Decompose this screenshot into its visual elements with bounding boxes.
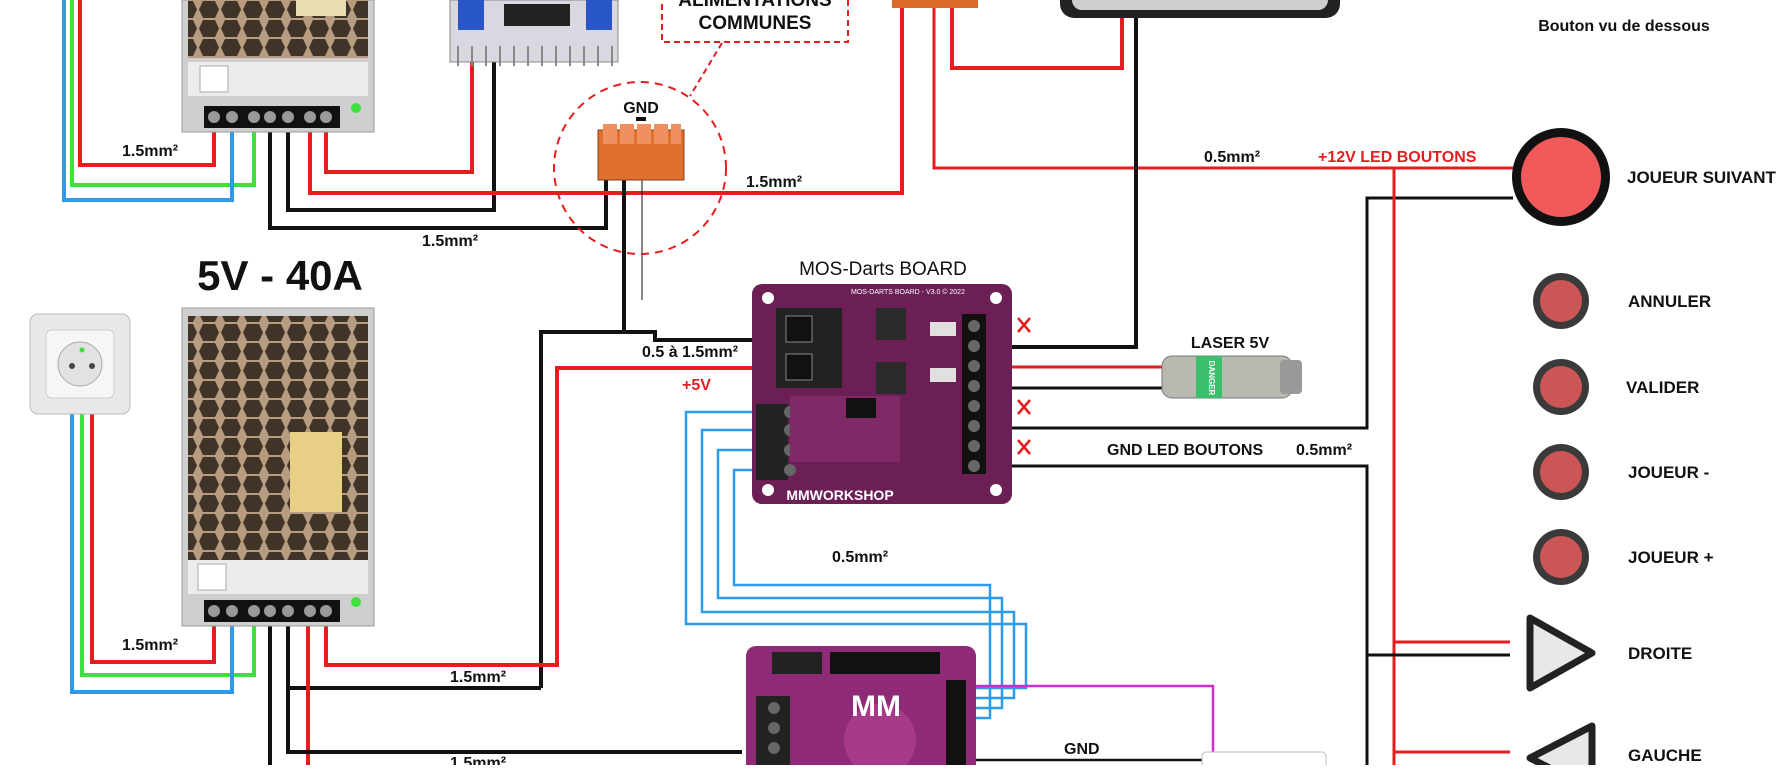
laser-band-text: DANGER <box>1207 361 1216 396</box>
psu-top <box>181 0 375 133</box>
wire-blue-2 <box>700 428 1016 700</box>
wire-gnd-down-1 <box>622 170 756 342</box>
wire-label-6: 1.5mm² <box>122 637 178 654</box>
wire-top-red-long <box>308 0 904 195</box>
laser-label: LASER 5V <box>1191 335 1270 352</box>
wire-top-black-gnd <box>268 118 608 230</box>
wire-blue-4 <box>732 468 992 720</box>
gnd-wago-connector: GND <box>553 81 727 255</box>
wire-low-mains-red <box>90 350 216 664</box>
wire-low-mains-blue <box>70 350 234 694</box>
psu-lower-title: 5V - 40A <box>197 252 363 299</box>
board-brand: MMWORKSHOP <box>786 487 893 503</box>
wire-label-4: 0.5 à 1.5mm² <box>642 344 738 361</box>
wire-label-9: 0.5mm² <box>1204 149 1260 166</box>
top-connector-cropped <box>892 0 978 8</box>
unused-output-marks <box>1017 317 1031 455</box>
button-valider <box>1533 359 1589 415</box>
button-label-joueur-suivant: JOUEUR SUIVANT <box>1627 168 1777 187</box>
wire-label-7: 1.5mm² <box>450 669 506 686</box>
psu-top-terminals <box>204 106 340 128</box>
button-joueur-moins <box>1533 444 1589 500</box>
wire-label-1: 1.5mm² <box>122 143 178 160</box>
wires <box>62 0 1513 765</box>
button-label-gauche: GAUCHE <box>1628 746 1702 765</box>
buttons-note: Bouton vu de dessous <box>1538 18 1710 35</box>
wire-gnd-long <box>539 170 626 688</box>
bottom-module-cropped <box>1201 751 1327 770</box>
wire-label-11: GND LED BOUTONS <box>1107 442 1263 459</box>
wire-top-red-to-driver <box>324 60 474 174</box>
button-label-valider: VALIDER <box>1626 378 1699 397</box>
button-label-joueur-moins: JOUEUR - <box>1628 463 1709 482</box>
wire-label-2: 1.5mm² <box>422 233 478 250</box>
common-box-line-1: ALIMENTATIONS <box>678 0 831 11</box>
wire-label-14: GND <box>1064 741 1100 758</box>
board-title: MOS-Darts BOARD <box>799 259 967 280</box>
wire-top-mains-blue <box>62 0 234 202</box>
driver-module-top <box>449 0 619 66</box>
wire-label-3: 1.5mm² <box>746 174 802 191</box>
button-joueur-suivant <box>1512 128 1610 226</box>
wire-top-mains-green <box>70 0 256 187</box>
wire-red-12v-leds <box>932 0 1513 170</box>
lower-pcb: MM <box>746 646 976 770</box>
wire-label-12: 0.5mm² <box>1296 442 1352 459</box>
button-label-joueur-plus: JOUEUR + <box>1628 548 1714 567</box>
wire-blue-3 <box>716 448 1004 710</box>
button-label-droite: DROITE <box>1628 644 1692 663</box>
wire-top-black-to-driver <box>286 60 496 212</box>
laser-module: DANGER <box>1161 355 1302 399</box>
button-gauche <box>1526 722 1596 770</box>
wall-socket <box>29 313 131 415</box>
wire-btn-gnd-black <box>1010 196 1513 430</box>
wire-gnd-led-buttons <box>1010 464 1369 765</box>
button-annuler <box>1533 273 1589 329</box>
mos-darts-board: MOS-DARTS BOARD - V3.0 © 2022 MMWORKSHOP <box>752 284 1012 504</box>
wire-blue-1 <box>684 410 1028 690</box>
button-label-annuler: ANNULER <box>1628 292 1711 311</box>
button-droite <box>1526 614 1596 692</box>
wire-red-top-small <box>950 0 1124 70</box>
common-box-line-2: COMMUNES <box>699 13 812 34</box>
gnd-label: GND <box>623 100 659 117</box>
top-display-cropped <box>1060 0 1340 18</box>
wire-low-black-3 <box>286 612 742 754</box>
wire-top-mains-red <box>78 0 216 167</box>
button-joueur-plus <box>1533 529 1589 585</box>
common-supplies-box: ALIMENTATIONS COMMUNES <box>661 0 849 97</box>
wire-low-mains-green <box>80 350 256 677</box>
wire-label-13: 0.5mm² <box>832 549 888 566</box>
wire-magenta <box>976 684 1215 752</box>
board-silkscreen: MOS-DARTS BOARD - V3.0 © 2022 <box>851 288 965 296</box>
wire-black-to-board <box>1010 10 1138 349</box>
wire-low-red-5v <box>324 366 756 667</box>
svg-text:MM: MM <box>851 690 901 723</box>
wire-label-10: +12V LED BOUTONS <box>1318 149 1477 166</box>
wire-label-5: +5V <box>682 377 711 394</box>
wire-label-8: 1.5mm² <box>450 755 506 765</box>
psu-lower <box>181 307 375 627</box>
